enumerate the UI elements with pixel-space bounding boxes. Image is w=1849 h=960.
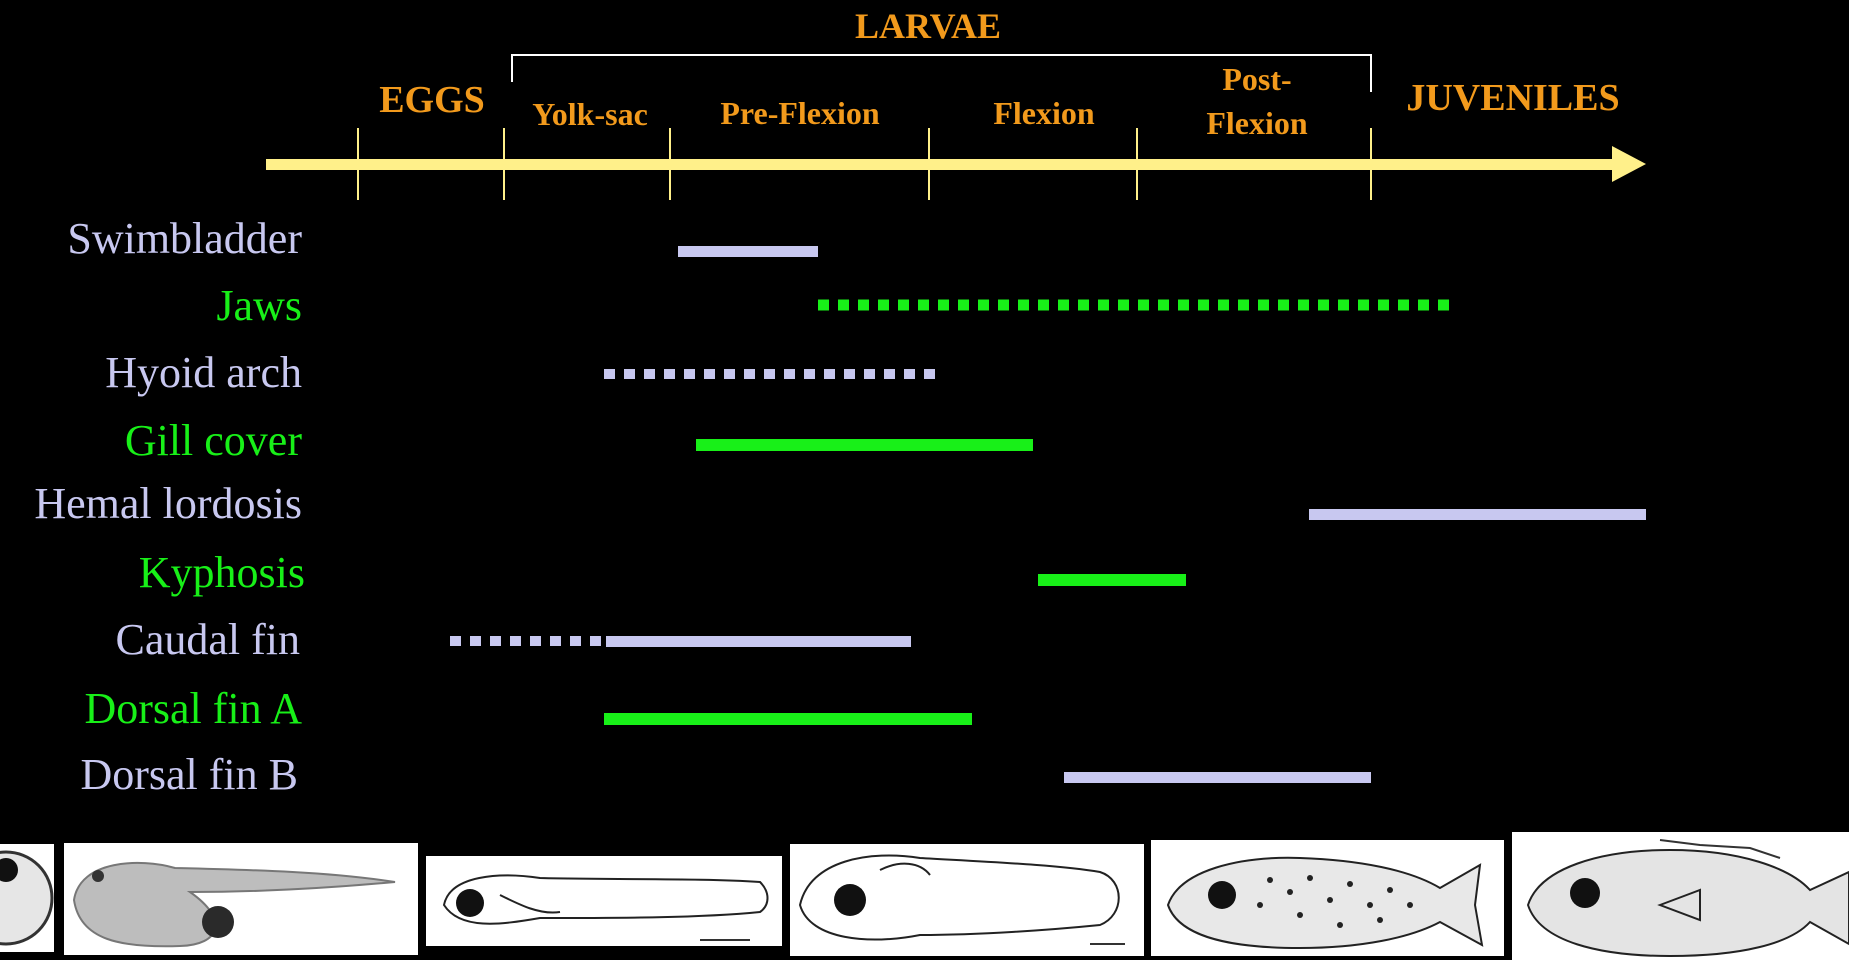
trait-label-kyphosis: Kyphosis [139,548,305,597]
trait-label-gill-cover: Gill cover [125,416,303,465]
gill-cover-bar [696,439,1033,451]
pre-flexion-larva-drawing [426,856,782,946]
trait-label-dorsal-fin-a: Dorsal fin A [84,684,302,733]
trait-label-dorsal-fin-b: Dorsal fin B [80,750,298,799]
larvae-label: LARVAE [855,6,1001,46]
eggs-label: EGGS [379,79,485,121]
trait-label-jaws: Jaws [216,281,302,330]
timeline-arrow-shaft [266,159,1624,170]
post-flexion-label-line1: Post- [1222,61,1291,97]
post-flexion-larva-drawing [1151,840,1504,956]
egg-image [0,844,54,952]
trait-label-caudal-fin: Caudal fin [115,615,300,664]
yolk-sac-larva-image [64,843,418,955]
trait-label-hyoid-arch: Hyoid arch [105,348,302,397]
swimbladder-bar [678,246,818,257]
post-flexion-label-line2: Flexion [1206,105,1308,141]
flexion-label: Flexion [993,95,1095,131]
hemal-lordosis-bar [1309,509,1646,520]
trait-label-hemal-lordosis: Hemal lordosis [34,479,302,528]
juvenile-fish-drawing [1512,832,1849,960]
juveniles-label: JUVENILES [1406,77,1619,119]
caudal-fin-bar [606,636,911,647]
flexion-larva-drawing [790,844,1144,956]
dorsal-fin-a-bar [604,713,972,725]
pre-flexion-label: Pre-Flexion [720,95,880,131]
yolk-sac-label: Yolk-sac [532,96,648,132]
trait-label-swimbladder: Swimbladder [67,214,302,263]
timeline-arrowhead [1612,146,1646,182]
kyphosis-bar [1038,574,1186,586]
dorsal-fin-b-bar [1064,772,1371,783]
